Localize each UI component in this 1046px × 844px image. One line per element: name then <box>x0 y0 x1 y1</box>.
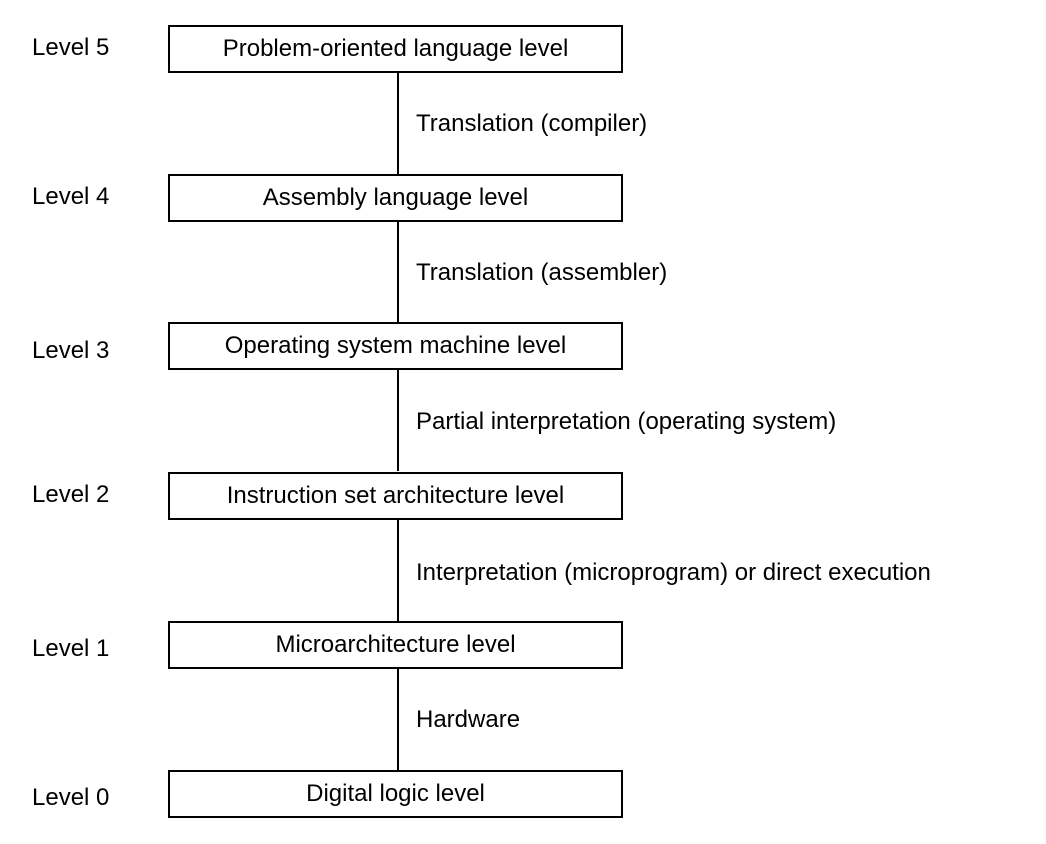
level-5-label: Level 5 <box>32 34 110 61</box>
connector-4-3 <box>397 222 399 323</box>
level-3-label: Level 3 <box>32 337 110 364</box>
transition-2-1-label: Interpretation (microprogram) or direct … <box>416 559 931 586</box>
level-2-label: Level 2 <box>32 481 110 508</box>
connector-1-0 <box>397 669 399 770</box>
transition-1-0-label: Hardware <box>416 706 521 733</box>
connector-3-2 <box>397 370 399 471</box>
level-1-box: Microarchitecture level <box>168 621 623 669</box>
level-2-box: Instruction set architecture level <box>168 472 623 520</box>
connector-2-1 <box>397 520 399 621</box>
level-5-box: Problem-oriented language level <box>168 25 623 73</box>
transition-5-4-label: Translation (compiler) <box>416 110 648 137</box>
transition-3-2-label: Partial interpretation (operating system… <box>416 408 837 435</box>
level-4-box: Assembly language level <box>168 174 623 222</box>
level-1-label: Level 1 <box>32 635 110 662</box>
level-3-box: Operating system machine level <box>168 322 623 370</box>
connector-5-4 <box>397 73 399 174</box>
level-0-box: Digital logic level <box>168 770 623 818</box>
level-0-label: Level 0 <box>32 784 110 811</box>
level-4-label: Level 4 <box>32 183 110 210</box>
transition-4-3-label: Translation (assembler) <box>416 259 668 286</box>
